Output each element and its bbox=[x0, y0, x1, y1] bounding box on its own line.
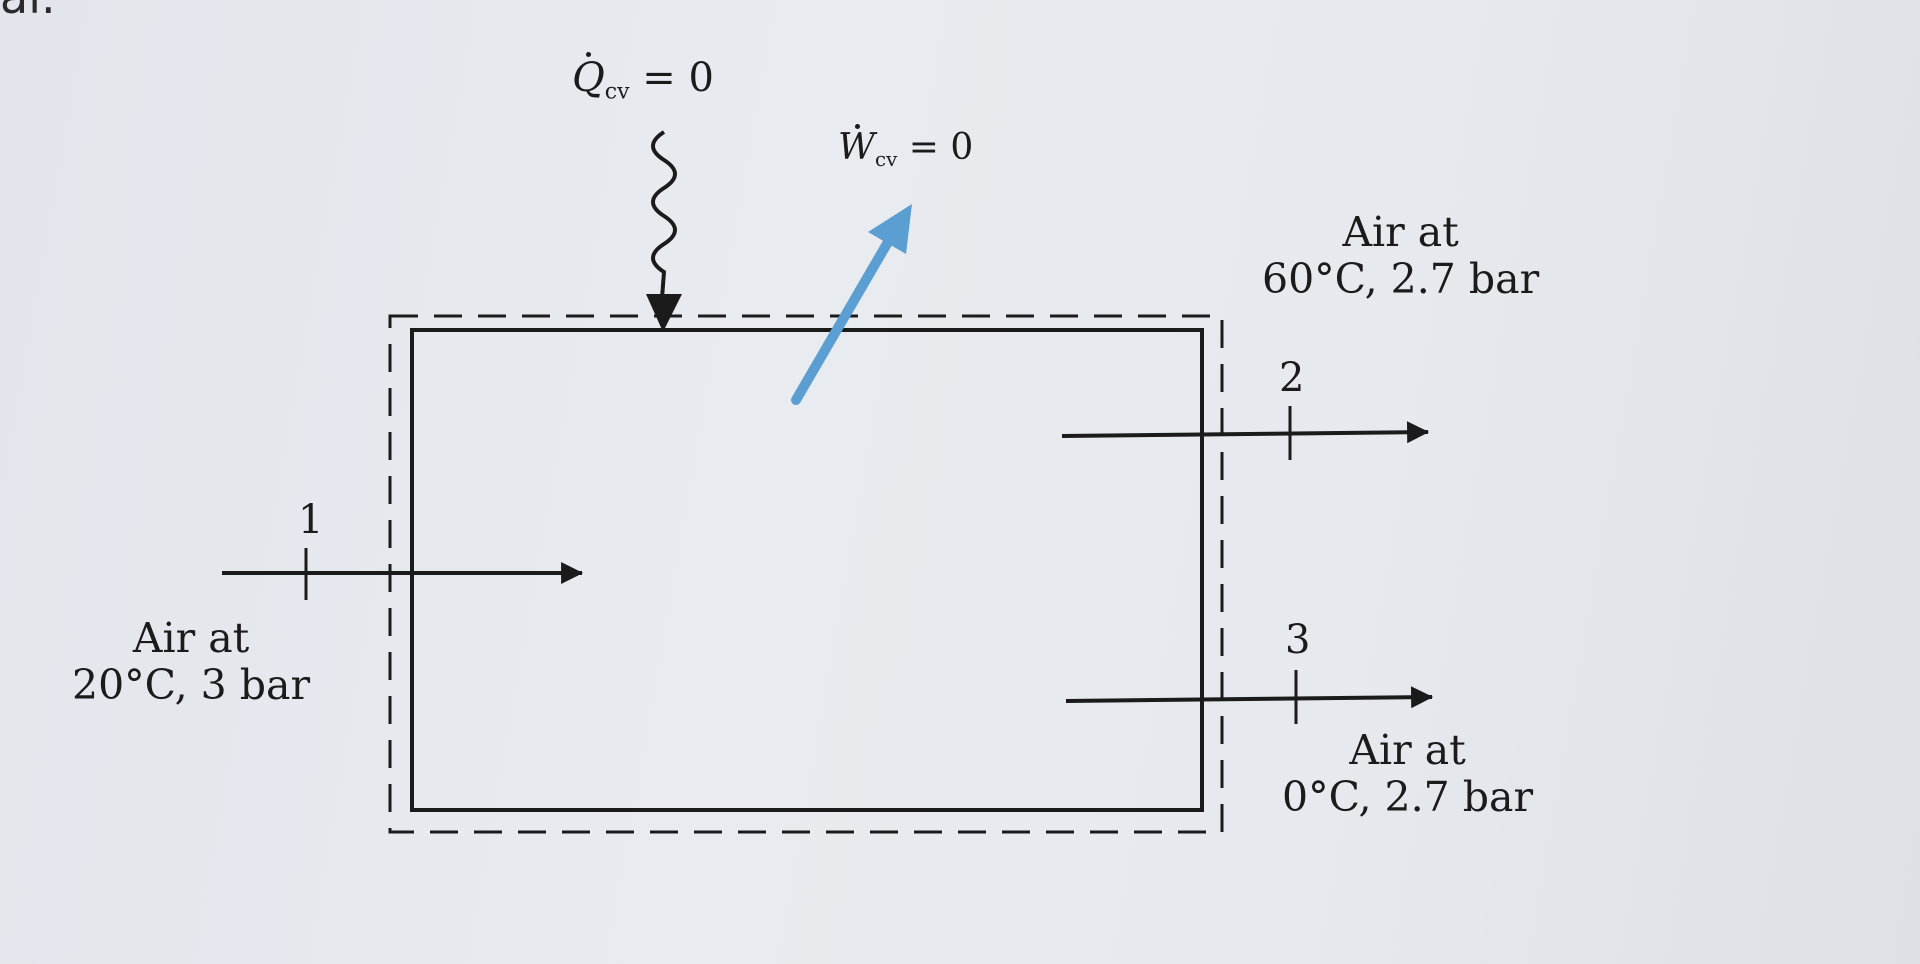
outlet-2-flow-arrow bbox=[1061, 421, 1430, 444]
work-arrowhead bbox=[868, 204, 912, 254]
work-value: = 0 bbox=[908, 127, 974, 168]
outlet-2-state-line2: 60°C, 2.7 bar bbox=[1262, 255, 1540, 303]
inlet-state-line1: Air at bbox=[132, 614, 250, 662]
cropped-text: al. bbox=[0, 0, 56, 20]
heat-transfer-label: Qcv = 0 bbox=[572, 52, 714, 105]
outlet-3-state-line2: 0°C, 2.7 bar bbox=[1282, 773, 1534, 821]
outlet-3-flow-arrow bbox=[1065, 686, 1434, 709]
inlet-state-line2: 20°C, 3 bar bbox=[72, 661, 311, 709]
outlet-2-state-label: Air at 60°C, 2.7 bar bbox=[1262, 212, 1539, 300]
heat-transfer-arrow bbox=[651, 130, 677, 299]
heat-transfer-arrowhead bbox=[646, 294, 682, 332]
outlet-3-state-line1: Air at bbox=[1349, 726, 1466, 774]
work-symbol: W bbox=[838, 124, 876, 168]
heat-symbol: Q bbox=[572, 52, 605, 101]
outlet-2-state-line1: Air at bbox=[1342, 208, 1459, 256]
inlet-state-label: Air at 20°C, 3 bar bbox=[72, 618, 310, 706]
device-outline bbox=[410, 328, 1204, 812]
outlet-2-port-number: 2 bbox=[1279, 355, 1305, 401]
work-arrow bbox=[791, 237, 893, 405]
heat-subscript: cv bbox=[604, 79, 630, 105]
inlet-port-number: 1 bbox=[298, 497, 324, 543]
work-subscript: cv bbox=[875, 147, 898, 171]
outlet-3-state-label: Air at 0°C, 2.7 bar bbox=[1282, 730, 1533, 818]
heat-value: = 0 bbox=[642, 55, 714, 101]
work-label: Wcv = 0 bbox=[838, 124, 974, 171]
outlet-3-port-number: 3 bbox=[1285, 617, 1311, 663]
